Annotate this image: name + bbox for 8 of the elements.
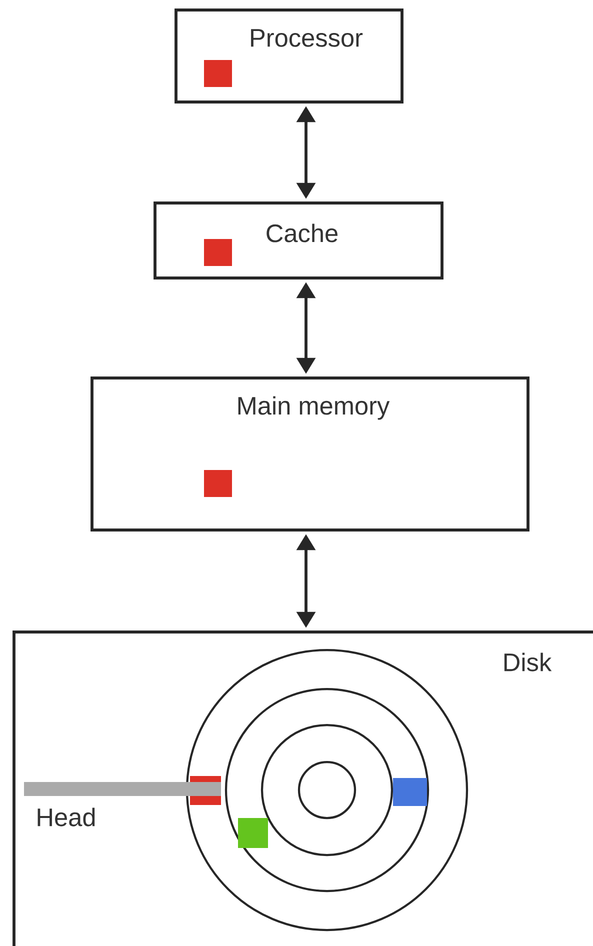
box-title: Cache [266,224,338,242]
box-title: Processor [251,29,363,47]
cache-box [154,202,444,280]
box-title: Main memory [238,396,390,420]
head-label: Head [38,808,95,826]
memory-box [90,376,530,532]
processor-box [174,8,404,104]
box-title: Disk [504,652,552,672]
